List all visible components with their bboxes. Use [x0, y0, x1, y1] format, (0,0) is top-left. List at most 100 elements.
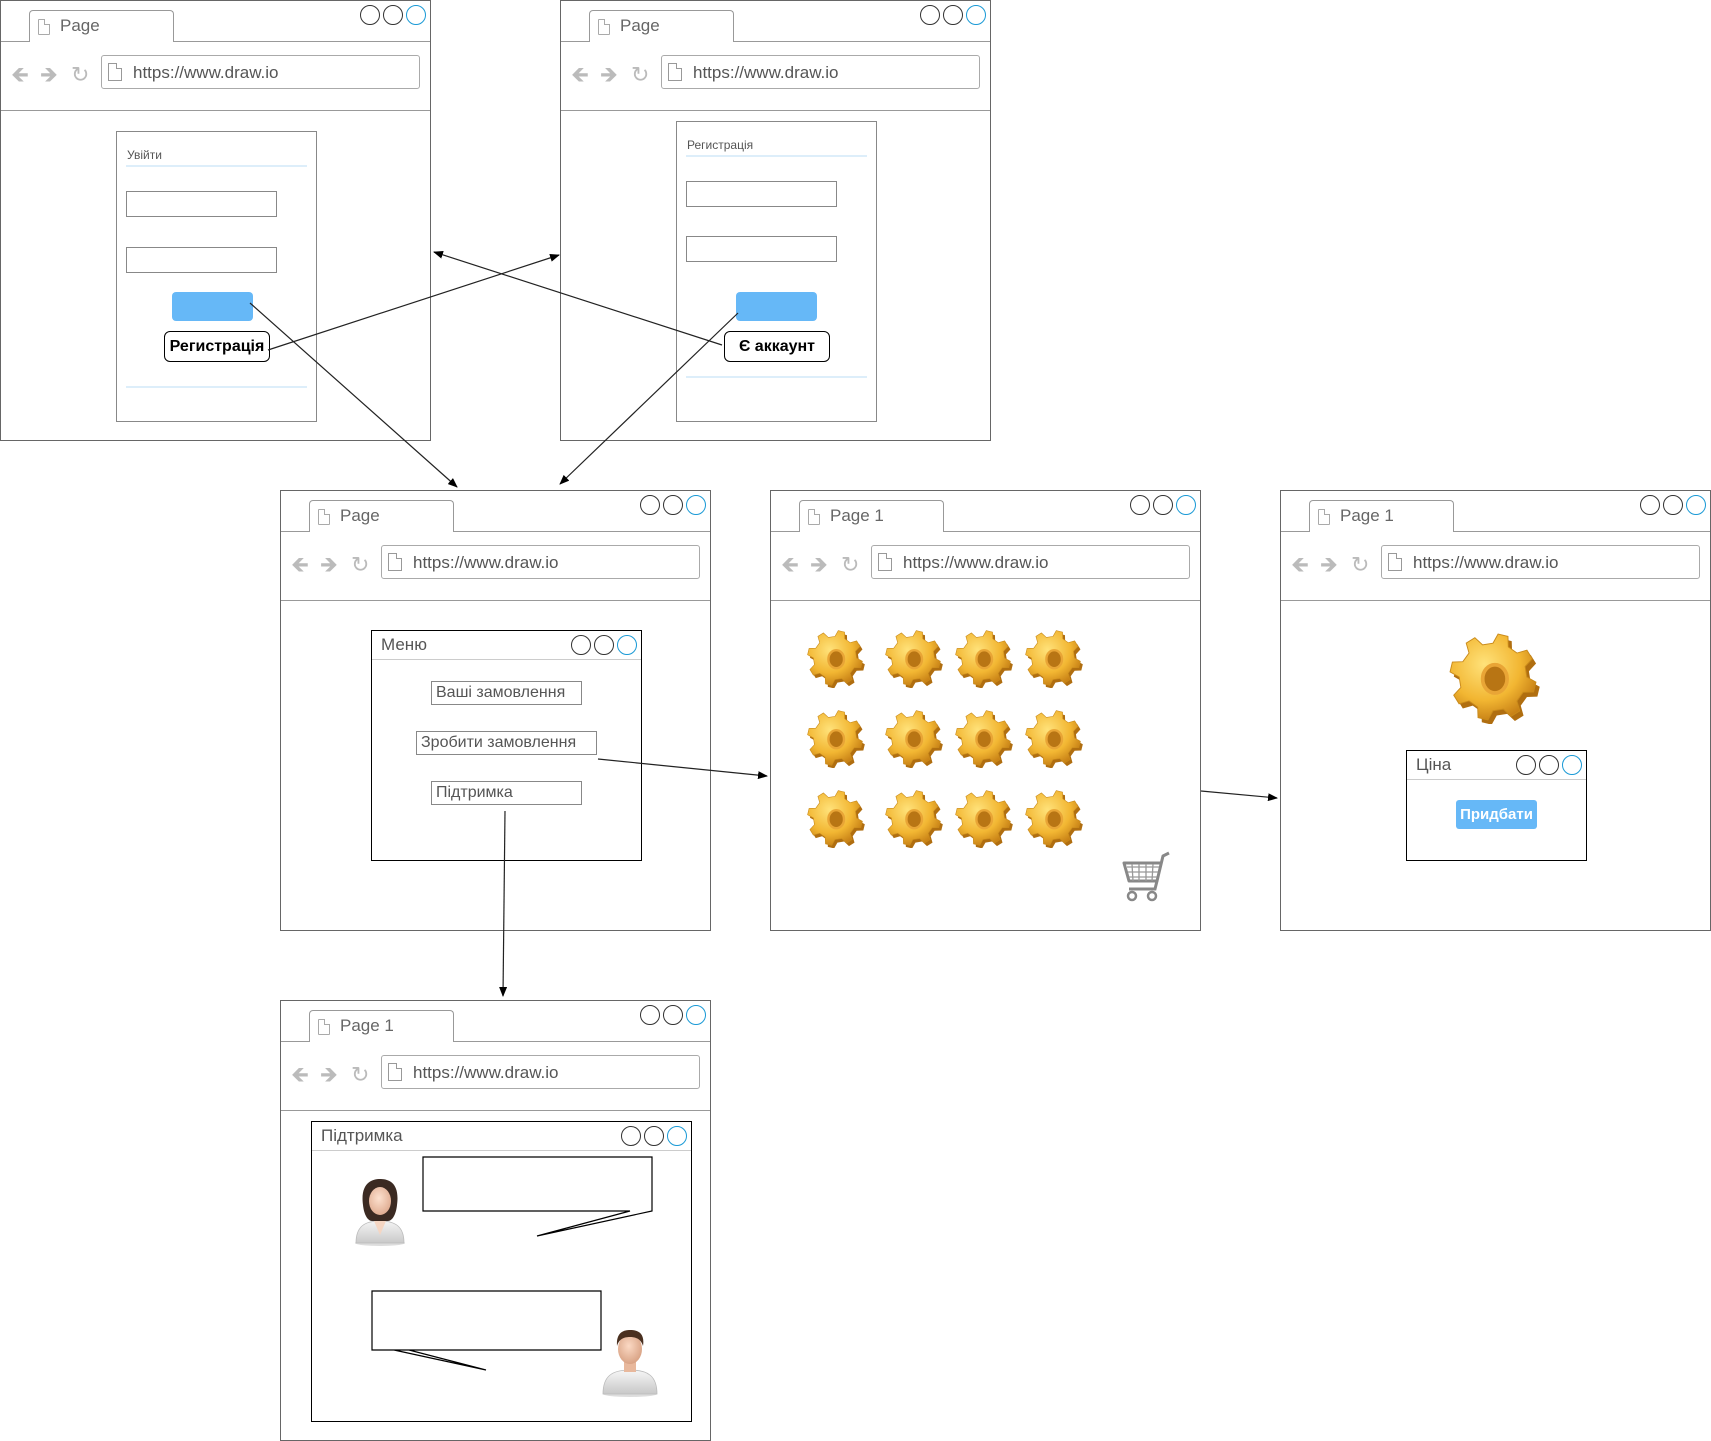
- login-field[interactable]: [686, 181, 837, 207]
- window-header: Підтримка: [312, 1122, 691, 1151]
- minimize-button[interactable]: [360, 5, 380, 25]
- product-gear-icon[interactable]: [953, 628, 1013, 693]
- minimize-button[interactable]: [571, 635, 591, 655]
- maximize-button[interactable]: [1663, 495, 1683, 515]
- minimize-button[interactable]: [640, 1005, 660, 1025]
- tab-label: Page 1: [1340, 506, 1394, 525]
- browser-tab[interactable]: Page 1: [799, 500, 944, 532]
- register-link-button[interactable]: Регистрація: [164, 331, 270, 362]
- forward-arrow-icon[interactable]: 🡺: [600, 62, 618, 87]
- close-button[interactable]: [406, 5, 426, 25]
- product-gear-icon[interactable]: [953, 788, 1013, 853]
- form-title: Регистрація: [687, 138, 754, 152]
- tab-label: Page: [620, 16, 660, 35]
- product-gear-icon[interactable]: [883, 628, 943, 693]
- have-account-link-button[interactable]: Є аккаунт: [724, 331, 830, 362]
- password-field[interactable]: [126, 247, 277, 273]
- address-bar[interactable]: https://www.draw.io: [661, 55, 980, 89]
- forward-arrow-icon[interactable]: 🡺: [810, 552, 828, 577]
- product-gear-icon[interactable]: [953, 708, 1013, 773]
- window-title: Ціна: [1416, 755, 1452, 774]
- back-arrow-icon[interactable]: 🡸: [11, 62, 29, 87]
- minimize-button[interactable]: [640, 495, 660, 515]
- reload-icon[interactable]: ↻: [1351, 552, 1370, 577]
- product-gear-icon[interactable]: [1023, 708, 1083, 773]
- product-gear-icon[interactable]: [805, 708, 865, 773]
- divider: [686, 376, 867, 378]
- address-bar[interactable]: https://www.draw.io: [1381, 545, 1700, 579]
- page-icon: [668, 63, 682, 81]
- reload-icon[interactable]: ↻: [351, 552, 370, 577]
- browser-tab[interactable]: Page 1: [309, 1010, 454, 1042]
- maximize-button[interactable]: [663, 495, 683, 515]
- register-form: Регистрація Є аккаунт: [676, 121, 877, 422]
- minimize-button[interactable]: [621, 1126, 641, 1146]
- browser-tab[interactable]: Page: [29, 10, 174, 42]
- maximize-button[interactable]: [383, 5, 403, 25]
- maximize-button[interactable]: [1153, 495, 1173, 515]
- browser-tab[interactable]: Page: [589, 10, 734, 42]
- maximize-button[interactable]: [1539, 755, 1559, 775]
- forward-arrow-icon[interactable]: 🡺: [40, 62, 58, 87]
- support-button[interactable]: Підтримка: [431, 781, 582, 805]
- browser-tab[interactable]: Page: [309, 500, 454, 532]
- reload-icon[interactable]: ↻: [351, 1062, 370, 1087]
- maximize-button[interactable]: [594, 635, 614, 655]
- maximize-button[interactable]: [644, 1126, 664, 1146]
- close-button[interactable]: [1176, 495, 1196, 515]
- page-icon: [38, 19, 50, 35]
- back-arrow-icon[interactable]: 🡸: [1291, 552, 1309, 577]
- browser-tab[interactable]: Page 1: [1309, 500, 1454, 532]
- register-button[interactable]: [736, 292, 817, 321]
- product-gear-icon[interactable]: [1023, 628, 1083, 693]
- maximize-button[interactable]: [663, 1005, 683, 1025]
- login-button[interactable]: [172, 292, 253, 321]
- reload-icon[interactable]: ↻: [631, 62, 650, 87]
- forward-arrow-icon[interactable]: 🡺: [320, 1062, 338, 1087]
- product-gear-icon[interactable]: [883, 708, 943, 773]
- product-gear-icon[interactable]: [805, 788, 865, 853]
- browser-navbar: 🡸 🡺 ↻ https://www.draw.io: [1281, 531, 1710, 601]
- close-button[interactable]: [667, 1126, 687, 1146]
- your-orders-button[interactable]: Ваші замовлення: [431, 681, 582, 705]
- address-bar[interactable]: https://www.draw.io: [381, 1055, 700, 1089]
- shopping-cart-icon[interactable]: [1119, 851, 1171, 905]
- product-gear-icon[interactable]: [805, 628, 865, 693]
- url-text: https://www.draw.io: [903, 553, 1049, 572]
- forward-arrow-icon[interactable]: 🡺: [1320, 552, 1338, 577]
- close-button[interactable]: [966, 5, 986, 25]
- back-arrow-icon[interactable]: 🡸: [291, 552, 309, 577]
- minimize-button[interactable]: [1640, 495, 1660, 515]
- page-icon: [318, 1019, 330, 1035]
- reload-icon[interactable]: ↻: [71, 62, 90, 87]
- minimize-button[interactable]: [920, 5, 940, 25]
- window-controls: [640, 1005, 706, 1025]
- address-bar[interactable]: https://www.draw.io: [381, 545, 700, 579]
- close-button[interactable]: [1562, 755, 1582, 775]
- back-arrow-icon[interactable]: 🡸: [781, 552, 799, 577]
- reload-icon[interactable]: ↻: [841, 552, 860, 577]
- divider: [686, 155, 867, 157]
- close-button[interactable]: [617, 635, 637, 655]
- page-icon: [878, 553, 892, 571]
- login-field[interactable]: [126, 191, 277, 217]
- address-bar[interactable]: https://www.draw.io: [101, 55, 420, 89]
- back-arrow-icon[interactable]: 🡸: [291, 1062, 309, 1087]
- support-message-bubble: [422, 1156, 658, 1245]
- maximize-button[interactable]: [943, 5, 963, 25]
- minimize-button[interactable]: [1130, 495, 1150, 515]
- close-button[interactable]: [686, 495, 706, 515]
- product-gear-icon[interactable]: [1023, 788, 1083, 853]
- make-order-button[interactable]: Зробити замовлення: [416, 731, 597, 755]
- window-title: Підтримка: [321, 1126, 403, 1145]
- minimize-button[interactable]: [1516, 755, 1536, 775]
- forward-arrow-icon[interactable]: 🡺: [320, 552, 338, 577]
- close-button[interactable]: [686, 1005, 706, 1025]
- buy-button[interactable]: Придбати: [1456, 800, 1537, 829]
- address-bar[interactable]: https://www.draw.io: [871, 545, 1190, 579]
- close-button[interactable]: [1686, 495, 1706, 515]
- product-gear-icon[interactable]: [883, 788, 943, 853]
- user-message-bubble: [371, 1290, 607, 1379]
- back-arrow-icon[interactable]: 🡸: [571, 62, 589, 87]
- password-field[interactable]: [686, 236, 837, 262]
